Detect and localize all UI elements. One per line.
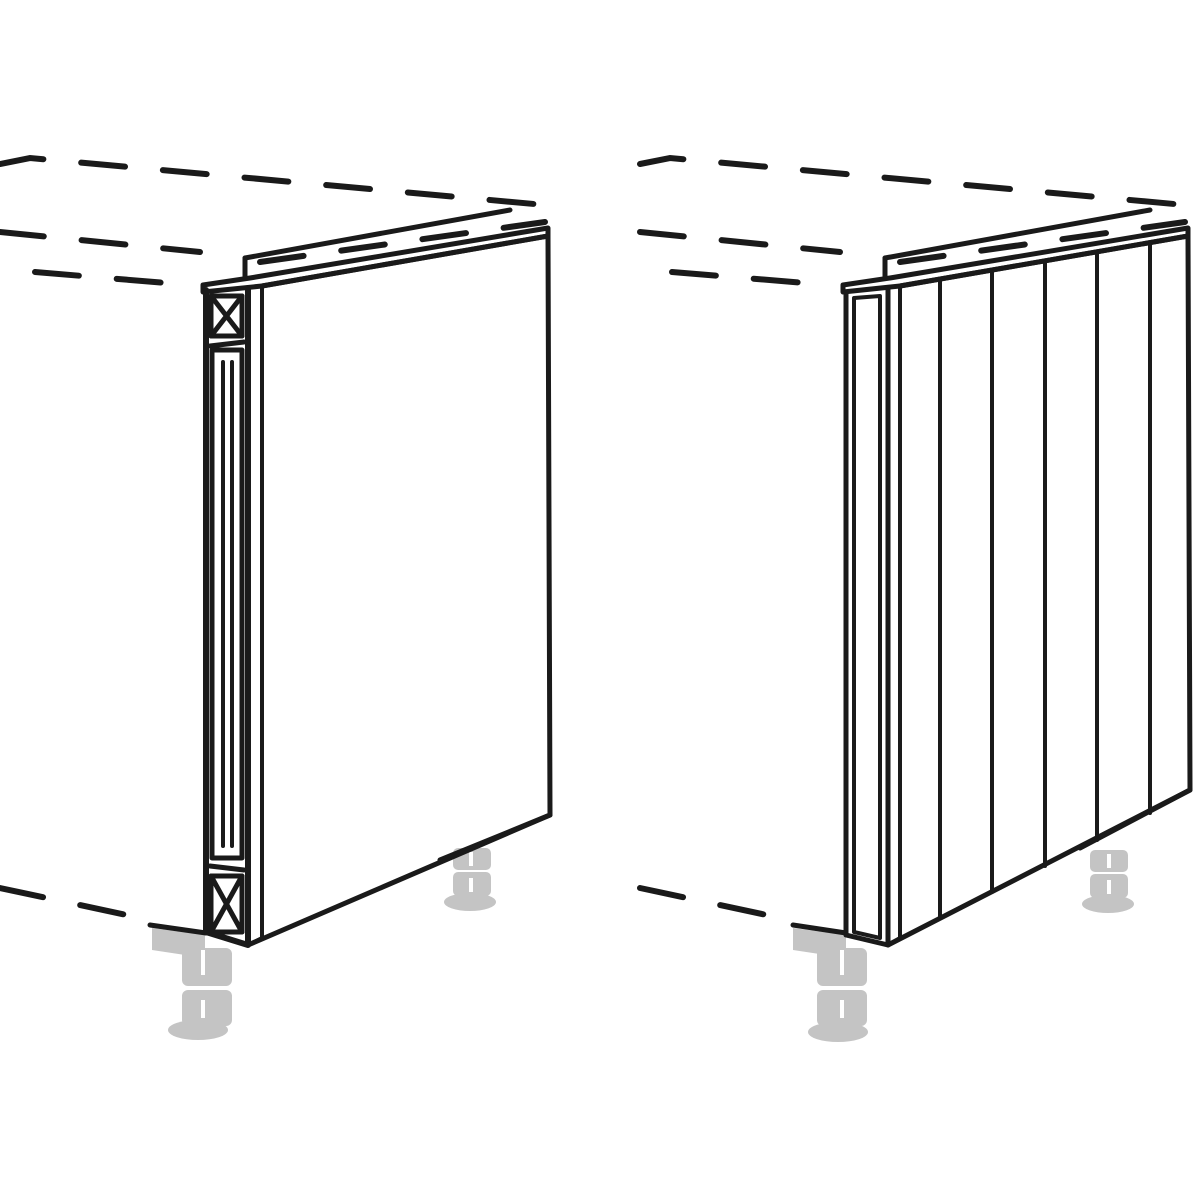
right-back-leg-icon — [1082, 850, 1134, 913]
right-cover-panel — [840, 225, 1193, 948]
left-cabinet-dashed-outline — [0, 154, 548, 923]
left-base-back-line — [437, 812, 553, 863]
right-front-leg-icon — [793, 928, 868, 1042]
left-base-line — [147, 922, 209, 936]
plank-grooves — [938, 241, 1152, 920]
left-cover-panel — [200, 225, 553, 948]
left-back-leg-icon — [444, 848, 496, 911]
right-base-line — [790, 922, 849, 936]
right-cabinet-dashed-outline — [637, 154, 1188, 923]
left-front-leg-icon — [152, 928, 232, 1040]
right-base-back-line — [1077, 787, 1193, 851]
